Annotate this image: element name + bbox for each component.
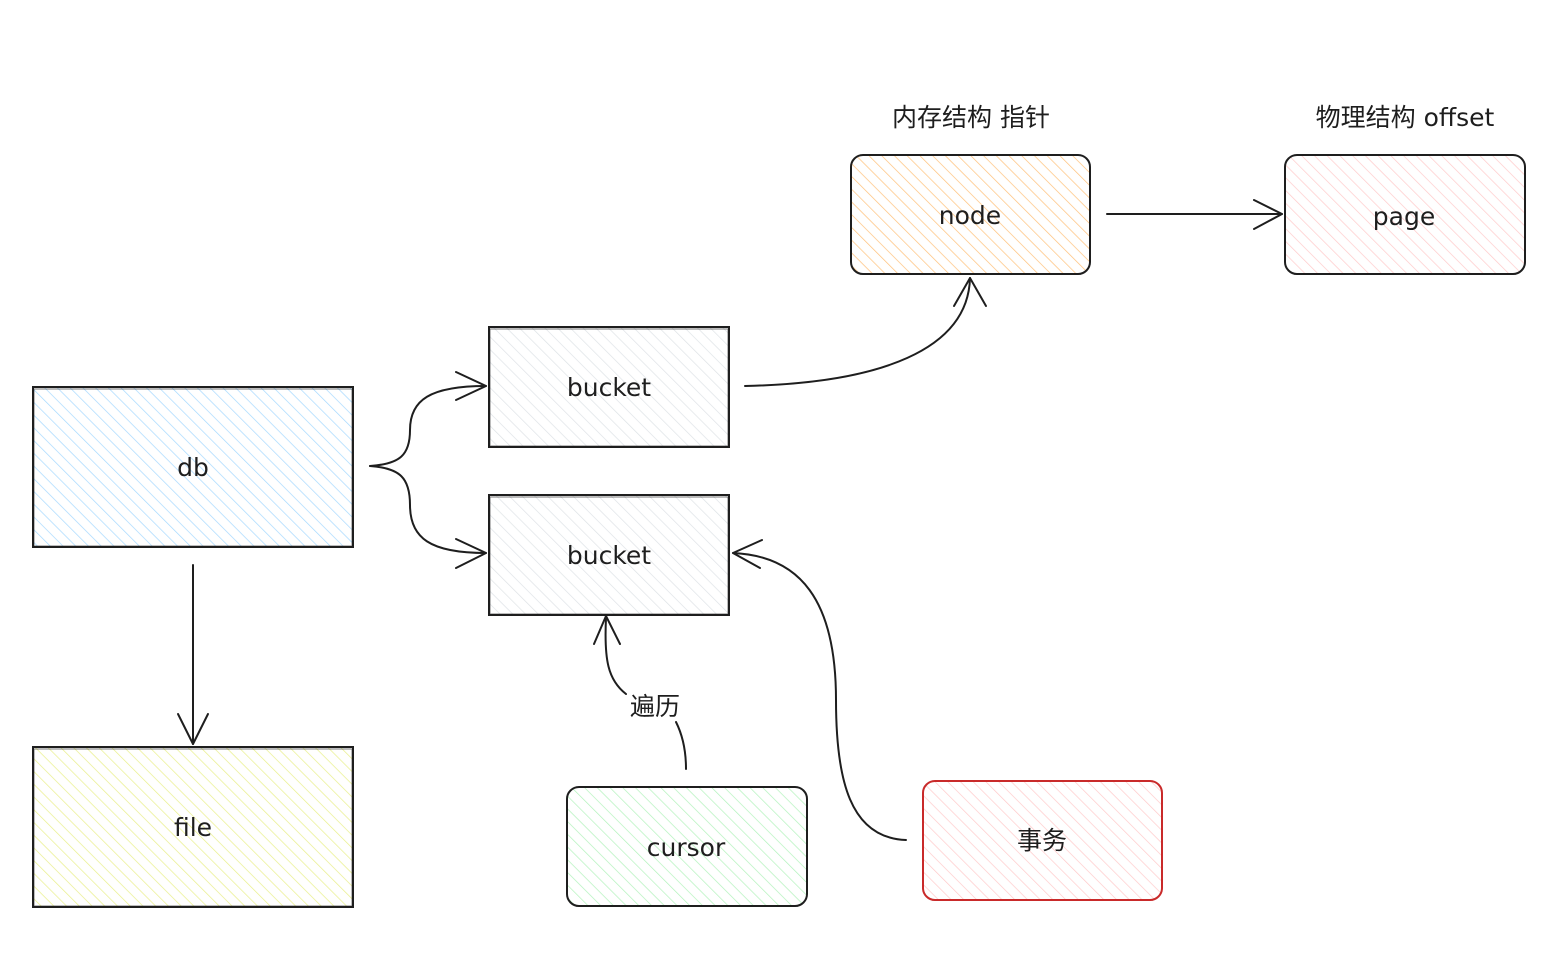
file-node[interactable]: file (32, 746, 354, 908)
cursor-label: cursor (647, 833, 726, 862)
bucket-bottom-node[interactable]: bucket (488, 494, 730, 616)
node-label: node (939, 201, 1001, 230)
file-label: file (174, 813, 212, 842)
transaction-label: 事务 (1017, 826, 1067, 855)
db-label: db (177, 453, 209, 482)
page-node[interactable]: page (1284, 154, 1526, 275)
node-node[interactable]: node (850, 154, 1091, 275)
arrow-bucket-to-node (744, 277, 987, 387)
arrow-db-to-bucket-top (369, 371, 487, 467)
arrow-db-to-file (177, 564, 209, 745)
bucket-bottom-label: bucket (567, 541, 651, 570)
transaction-node[interactable]: 事务 (922, 780, 1163, 901)
cursor-node[interactable]: cursor (566, 786, 808, 907)
arrow-db-to-bucket-bottom (369, 465, 487, 569)
page-caption: 物理结构 offset (1316, 103, 1495, 132)
traverse-label: 遍历 (630, 692, 680, 721)
node-caption: 内存结构 指针 (892, 103, 1050, 132)
arrow-transaction-to-bucket (732, 539, 907, 841)
bucket-top-node[interactable]: bucket (488, 326, 730, 448)
page-label: page (1373, 202, 1435, 231)
db-node[interactable]: db (32, 386, 354, 548)
bucket-top-label: bucket (567, 373, 651, 402)
arrow-node-to-page (1106, 199, 1283, 230)
arrow-cursor-to-bucket: 遍历 (593, 615, 687, 770)
